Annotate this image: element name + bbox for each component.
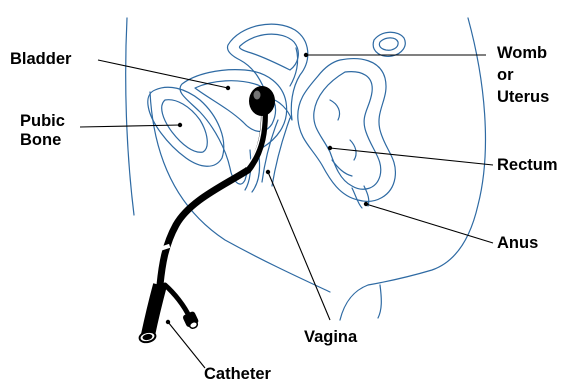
label-pubic-bone: Pubic Bone: [20, 112, 65, 150]
label-rectum-text: Rectum: [497, 156, 558, 175]
abdomen-outline: [150, 92, 330, 292]
anal-canal: [352, 188, 362, 208]
uterus-inner: [239, 34, 298, 70]
label-catheter-text: Catheter: [204, 365, 271, 384]
leader-dot-pubic-bone: [178, 123, 182, 127]
label-pubic-bone-line2: Bone: [20, 131, 65, 150]
label-bladder: Bladder: [10, 50, 71, 69]
leader-dot-vagina: [266, 170, 270, 174]
leader-line-rectum: [330, 148, 493, 165]
ovary: [373, 32, 405, 56]
leader-line-catheter: [168, 322, 205, 368]
label-anus: Anus: [497, 234, 538, 253]
leader-line-anus: [366, 204, 493, 243]
catheter-drainage-port: [148, 285, 160, 335]
leader-line-vagina: [268, 172, 330, 320]
leader-dot-womb: [304, 53, 308, 57]
bladder-shape: [180, 70, 287, 184]
pubic-bone-inner: [162, 100, 208, 153]
back-line: [378, 285, 381, 318]
label-womb: Womb or Uterus: [497, 44, 549, 107]
catheter-balloon: [249, 86, 275, 116]
leader-dot-rectum: [328, 146, 332, 150]
rectum-fold-1: [330, 100, 340, 120]
label-vagina: Vagina: [304, 328, 357, 347]
catheter-balloon-highlight: [254, 91, 261, 100]
label-rectum: Rectum: [497, 156, 558, 175]
body-outline: [126, 18, 134, 215]
catheter-inflation-arm: [165, 285, 190, 318]
leader-line-bladder: [98, 60, 228, 88]
rectum-fold-3: [332, 160, 352, 176]
label-vagina-text: Vagina: [304, 328, 357, 347]
label-bladder-text: Bladder: [10, 50, 71, 69]
label-catheter: Catheter: [204, 365, 271, 384]
catheter-device: [139, 86, 275, 344]
label-womb-line2: or: [497, 66, 549, 85]
rectum-inner: [314, 72, 381, 190]
label-anus-text: Anus: [497, 234, 538, 253]
ovary-inner: [379, 38, 398, 50]
label-pubic-bone-line1: Pubic: [20, 112, 65, 131]
leader-dot-catheter: [166, 320, 170, 324]
label-womb-line3: Uterus: [497, 88, 549, 107]
label-womb-line1: Womb: [497, 44, 549, 63]
rectum-outer: [298, 59, 396, 202]
leader-dot-bladder: [226, 86, 230, 90]
leader-dot-anus: [364, 202, 368, 206]
leader-line-pubic-bone: [80, 125, 180, 127]
buttock-outline: [340, 18, 485, 320]
